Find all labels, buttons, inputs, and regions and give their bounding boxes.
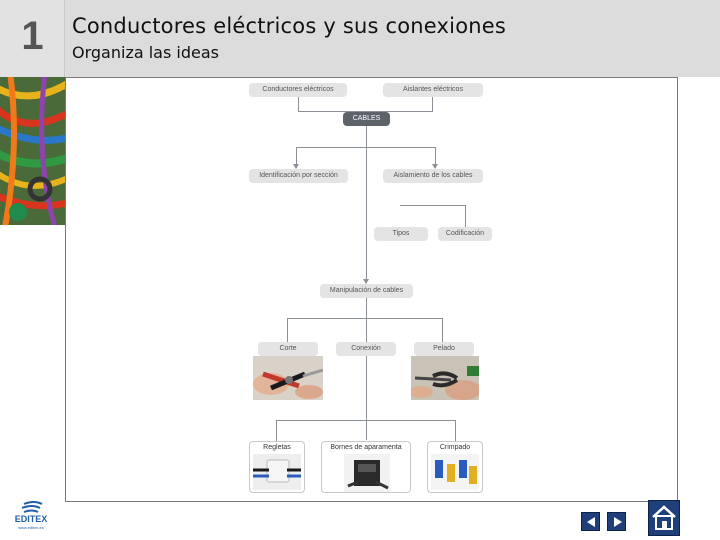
node-aislantes: Aislantes eléctricos [383,83,483,97]
connector [442,318,443,344]
connector [276,420,456,421]
arrow [363,279,369,284]
connector [298,97,299,111]
connector [455,420,456,442]
cutting-photo [253,356,323,400]
connector [465,205,466,227]
connector [366,126,367,283]
connector [366,297,367,343]
node-manipulacion: Manipulación de cables [320,284,413,298]
right-arrow-icon [614,517,622,527]
node-codificacion: Codificación [438,227,492,241]
connector [366,355,367,440]
arrow [293,164,299,169]
connector [432,97,433,111]
connector [435,147,436,168]
prev-button[interactable] [581,512,600,531]
cables-photo [0,77,65,225]
logo-url: www.editex.es [18,525,44,530]
node-conexion: Conexión [336,342,396,356]
connector [400,205,466,206]
card-bornes: Bornes de aparamenta [321,441,411,493]
home-icon [652,505,676,530]
node-cables: CABLES [343,112,390,126]
node-corte: Corte [258,342,318,356]
unit-number: 1 [21,14,44,58]
editex-logo: EDITEX www.editex.es [10,500,52,534]
node-aislamiento: Aislamiento de los cables [383,169,483,183]
home-button[interactable] [648,500,680,536]
card-crimpado: Crimpado [427,441,483,493]
connector [287,318,288,344]
stripping-photo [411,356,479,400]
connector [276,420,277,442]
card-label: Bornes de aparamenta [330,444,402,451]
logo-text: EDITEX [14,514,48,524]
header-bar [0,0,720,77]
node-identificacion: Identificación por sección [249,169,348,183]
next-button[interactable] [607,512,626,531]
card-regletas: Regletas [249,441,305,493]
connector [287,318,443,319]
connector [296,147,297,168]
arrow [432,164,438,169]
node-pelado: Pelado [414,342,474,356]
left-arrow-icon [587,517,595,527]
page-subtitle: Organiza las ideas [72,43,219,62]
connector [296,147,436,148]
card-label: Crimpado [439,444,471,451]
card-label: Regletas [263,444,291,451]
unit-box: 1 [0,0,65,77]
node-conductores: Conductores eléctricos [249,83,347,97]
page-title: Conductores eléctricos y sus conexiones [72,14,507,38]
node-tipos: Tipos [374,227,428,241]
